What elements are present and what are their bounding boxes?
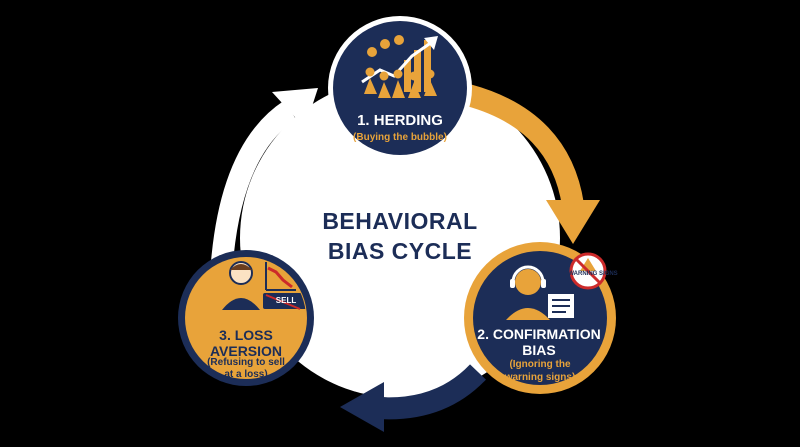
arrow-head-orange — [546, 200, 600, 244]
running-crowd-rising-chart-icon — [361, 35, 438, 98]
node-loss-aversion — [178, 250, 314, 386]
confirmation-subtitle-line-2: warning signs) — [504, 372, 576, 383]
loss-aversion-title-line-1: 3. LOSS — [219, 327, 273, 343]
confirmation-title: 2. CONFIRMATION BIAS — [464, 326, 614, 358]
loss-aversion-subtitle-line-2: at a loss) — [224, 369, 268, 380]
headphones-investor-icon — [506, 265, 574, 320]
warning-signs-label: WARNING SIGNS — [568, 271, 618, 277]
warning-sign-icon — [569, 252, 607, 290]
loss-aversion-title-line-2: AVERSION — [209, 343, 283, 359]
worried-investor-icon — [222, 261, 306, 310]
sell-button-label: SELL — [275, 296, 297, 305]
confirmation-subtitle: (Ignoring the warning signs) — [480, 358, 600, 384]
cycle-title: BEHAVIORAL BIAS CYCLE — [300, 206, 500, 266]
herding-subtitle: (Buying the bubble) — [353, 132, 447, 143]
loss-aversion-title: 3. LOSS AVERSION — [186, 327, 306, 359]
node-herding — [328, 16, 472, 160]
loss-aversion-subtitle-line-1: (Refusing to sell — [207, 357, 285, 368]
confirmation-title-line-1: 2. CONFIRMATION — [477, 326, 601, 342]
arrow-head-white — [272, 88, 318, 128]
arrow-confirmation-to-loss — [377, 364, 486, 420]
arrow-loss-to-herding — [211, 100, 297, 263]
confirmation-subtitle-line-1: (Ignoring the — [509, 359, 571, 370]
loss-aversion-subtitle: (Refusing to sell at a loss) — [191, 357, 301, 381]
node-confirmation — [464, 242, 616, 394]
cycle-title-line-1: BEHAVIORAL — [322, 208, 478, 234]
confirmation-title-line-2: BIAS — [522, 342, 556, 358]
arrow-head-navy — [340, 382, 384, 432]
cycle-title-line-2: BIAS CYCLE — [327, 238, 473, 264]
herding-title: 1. HERDING — [357, 112, 443, 129]
arrow-herding-to-confirmation — [464, 84, 584, 207]
